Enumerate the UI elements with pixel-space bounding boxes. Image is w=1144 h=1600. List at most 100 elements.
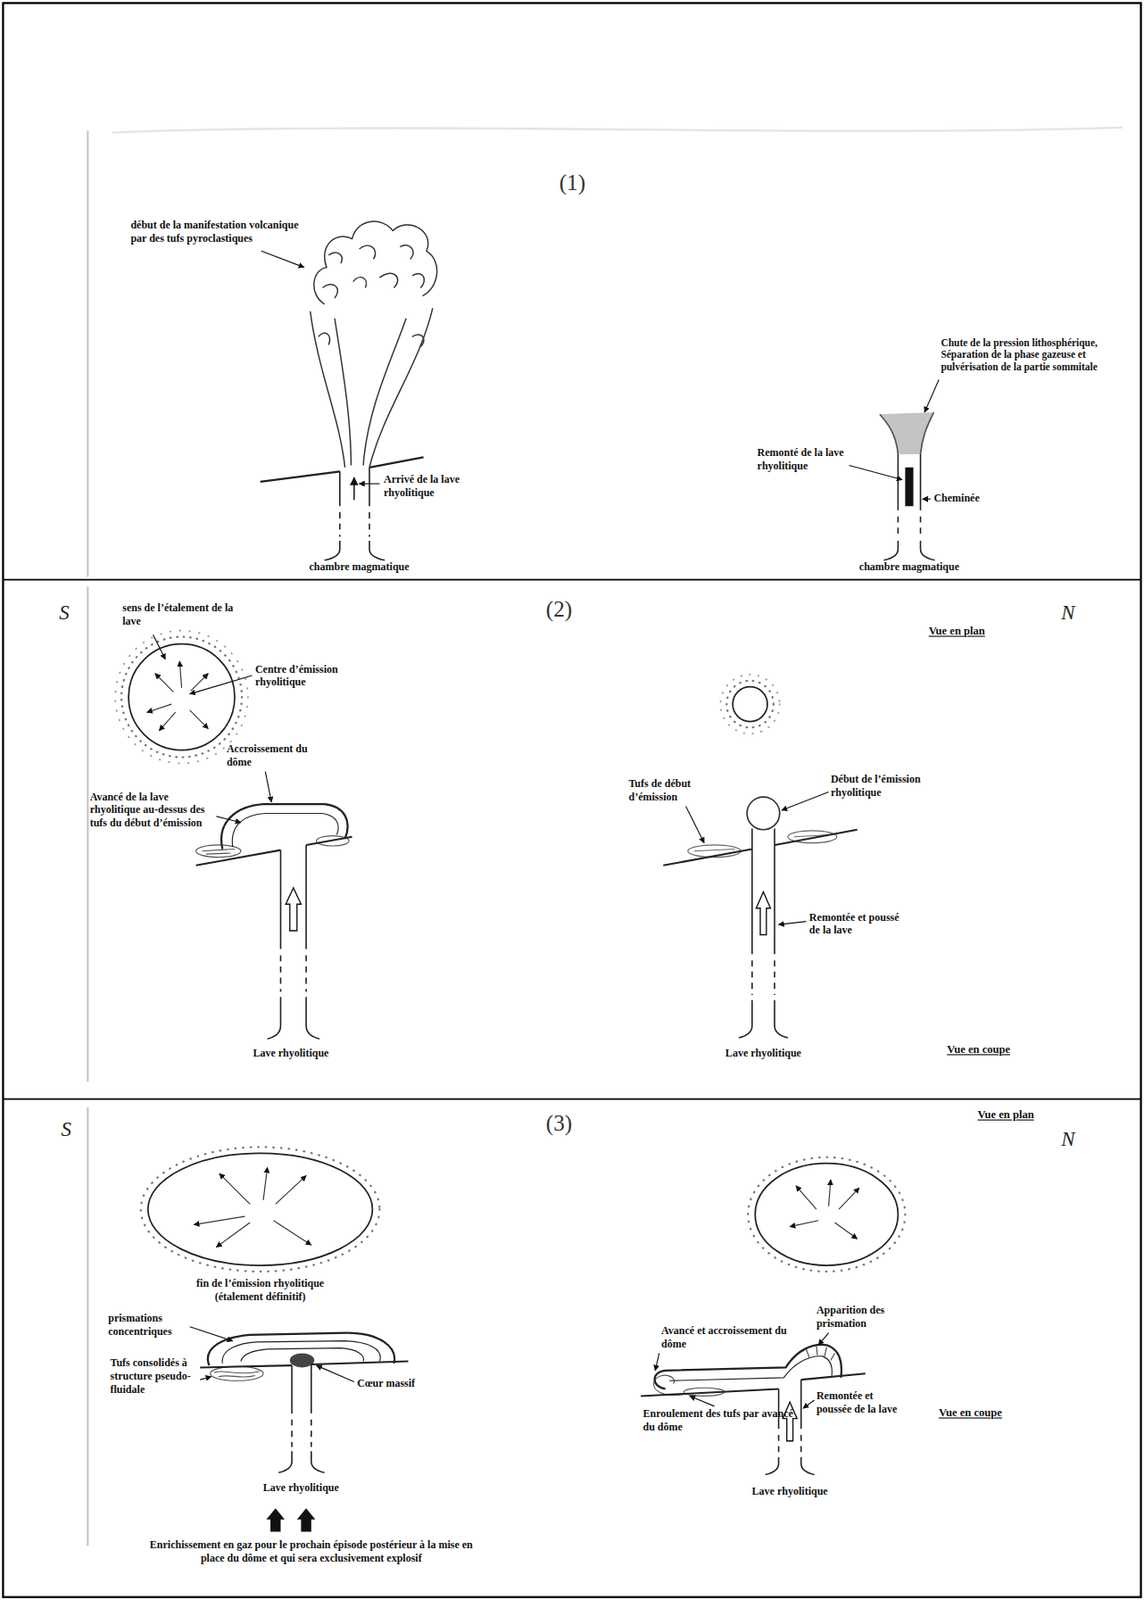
tuff-deposit xyxy=(210,1366,264,1381)
conduit xyxy=(306,996,320,1039)
annotation: Tufs consolidés à structure pseudo-fluid… xyxy=(110,1357,199,1397)
scan-edge xyxy=(86,130,89,577)
conduit xyxy=(339,512,341,537)
plan-view xyxy=(720,674,780,734)
leader-line xyxy=(922,498,931,500)
panel-number: (1) xyxy=(559,169,586,198)
conduit xyxy=(751,828,754,955)
leader-line xyxy=(153,634,166,659)
scan-edge xyxy=(86,1107,89,1547)
conduit xyxy=(800,1434,803,1454)
leader-line xyxy=(215,816,241,823)
leader-line xyxy=(689,1395,714,1406)
gas-arrow xyxy=(265,1508,285,1532)
annotation: Lave rhyolitique xyxy=(244,1482,357,1496)
annotation: Remontée et poussé de la lave xyxy=(809,911,908,937)
plume xyxy=(322,284,338,299)
dome xyxy=(221,804,348,849)
plume xyxy=(353,277,367,289)
flow-arrow xyxy=(193,1216,245,1225)
flow-arrow xyxy=(273,1220,311,1245)
flow-arrow xyxy=(179,661,182,689)
leader-line xyxy=(654,1352,660,1370)
annotation: début de la manifestation volcanique par… xyxy=(130,219,304,246)
tuff-deposit xyxy=(214,1371,259,1374)
ground-line xyxy=(199,1365,292,1368)
ground-line xyxy=(311,1361,409,1365)
conduit xyxy=(369,540,385,561)
leader-line xyxy=(190,675,253,695)
leader-line xyxy=(190,1326,355,1383)
annotation: sens de l’étalement de la lave xyxy=(122,602,237,629)
annotation: Lave rhyolitique xyxy=(707,1046,821,1061)
dome xyxy=(654,1344,842,1390)
ground-line xyxy=(640,1388,779,1396)
conduit xyxy=(305,845,307,950)
plume xyxy=(412,273,424,289)
conduit xyxy=(897,454,900,511)
ground-line xyxy=(260,471,340,481)
flow-arrow xyxy=(795,1185,817,1210)
flow-arrow xyxy=(834,1222,857,1239)
plan-view xyxy=(726,680,774,729)
leader-line xyxy=(924,379,939,413)
conduit xyxy=(278,1364,324,1473)
conduit xyxy=(883,454,935,561)
annotation: Centre d’émission rhyolitique xyxy=(255,663,341,689)
ground-line xyxy=(196,850,282,866)
annotation: prismations concentriques xyxy=(107,1312,192,1339)
ground-line xyxy=(774,829,858,846)
conduit xyxy=(920,540,936,561)
conduit xyxy=(305,954,307,992)
conduit xyxy=(368,467,371,506)
direction-letter: N xyxy=(1061,1127,1075,1153)
leader-line xyxy=(153,634,253,694)
flow-arrow xyxy=(147,704,172,713)
push-arrow xyxy=(285,887,301,931)
conduit xyxy=(897,516,900,538)
plume xyxy=(359,245,376,259)
annotation: chambre magmatique xyxy=(853,561,966,575)
annotation: Avancé et accroissement du dôme xyxy=(661,1324,790,1351)
annotation: Accroissement du dôme xyxy=(226,743,317,770)
scan-edge xyxy=(86,587,89,1083)
lava-column xyxy=(904,467,913,506)
conduit xyxy=(280,954,282,992)
annotation: Remontée et poussée de la lave xyxy=(816,1390,909,1417)
leader-line xyxy=(359,482,381,484)
annotation: Chute de la pression lithosphérique, Sép… xyxy=(940,336,1131,374)
conduit xyxy=(267,996,282,1039)
conduit xyxy=(280,850,282,950)
leader-line xyxy=(818,1333,829,1346)
gas-arrow xyxy=(265,1508,316,1532)
plume xyxy=(328,252,342,264)
conduit xyxy=(278,1450,292,1473)
plume xyxy=(334,318,351,466)
plume xyxy=(318,332,331,345)
conduit xyxy=(801,1457,815,1475)
leader-line xyxy=(781,791,829,811)
conduit xyxy=(324,540,340,561)
plume xyxy=(412,334,424,348)
leader-line xyxy=(848,379,939,499)
leader-line xyxy=(779,921,807,925)
plan-view xyxy=(140,1146,906,1272)
conduit xyxy=(368,512,371,537)
ground-line xyxy=(663,848,752,865)
conduit xyxy=(800,1379,803,1429)
conduit xyxy=(920,454,922,511)
leader-line xyxy=(848,464,902,480)
tuff-deposit xyxy=(218,1376,256,1378)
plume xyxy=(310,311,346,468)
annotation: Tufs de début d’émission xyxy=(628,777,713,804)
conduit xyxy=(883,540,898,561)
conduit xyxy=(290,1419,293,1448)
conduit xyxy=(353,477,356,500)
plume xyxy=(369,307,433,467)
pulverised-top xyxy=(920,412,935,455)
conduit xyxy=(765,1457,780,1475)
conduit xyxy=(765,1379,815,1475)
pulverised-top xyxy=(879,412,935,455)
prismation xyxy=(805,1345,835,1360)
